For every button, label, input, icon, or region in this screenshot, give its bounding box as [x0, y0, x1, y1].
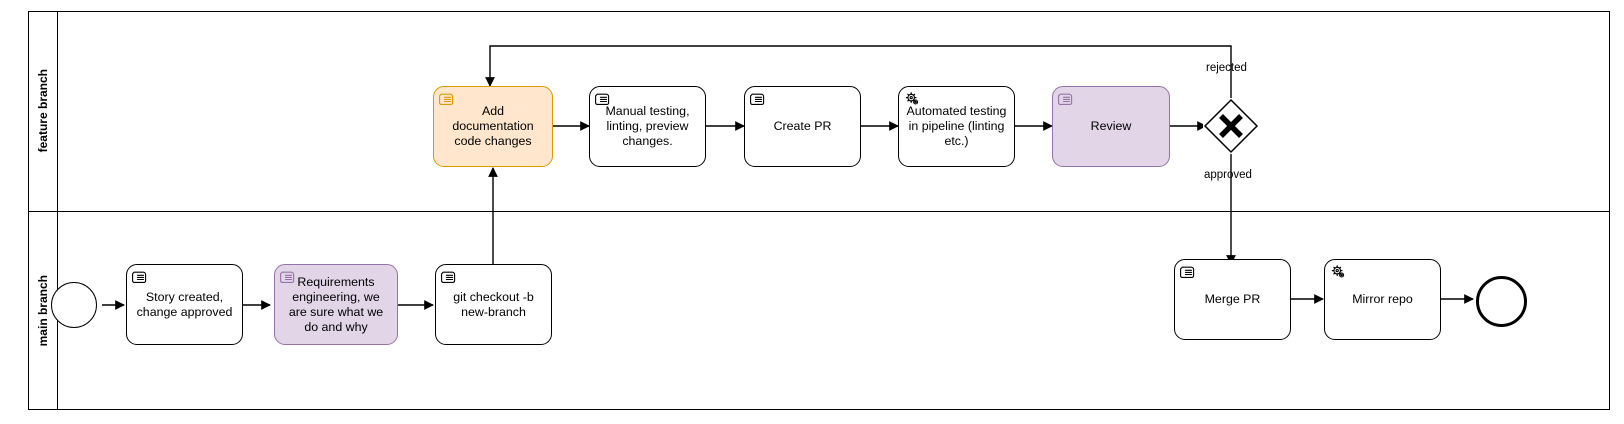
process-pool — [28, 11, 1610, 410]
lane-divider — [28, 211, 1610, 212]
flow-label-rejected: rejected — [1206, 62, 1247, 74]
exclusive-gateway-review[interactable] — [1203, 98, 1259, 154]
task-review[interactable]: Review — [1052, 86, 1170, 167]
manual-task-icon — [1180, 264, 1197, 280]
task-label: Requirements engineering, we are sure wh… — [288, 274, 384, 334]
task-add-documentation[interactable]: Add documentation code changes — [433, 86, 553, 167]
end-event[interactable] — [1476, 276, 1527, 327]
task-label: Manual testing, linting, preview changes… — [605, 104, 690, 148]
task-git-checkout[interactable]: git checkout -b new-branch — [435, 264, 552, 345]
manual-task-icon — [750, 91, 767, 107]
task-label: Story created, change approved — [136, 289, 233, 319]
task-label: Add documentation code changes — [452, 104, 534, 148]
task-story-created[interactable]: Story created, change approved — [126, 264, 243, 345]
start-event[interactable] — [51, 282, 97, 328]
manual-task-icon — [441, 269, 458, 285]
task-mirror-repo[interactable]: Mirror repo — [1324, 259, 1441, 340]
task-create-pr[interactable]: Create PR — [744, 86, 861, 167]
service-task-gear-icon — [1330, 264, 1347, 280]
task-merge-pr[interactable]: Merge PR — [1174, 259, 1291, 340]
task-label: Create PR — [773, 119, 832, 133]
task-label: Merge PR — [1204, 292, 1261, 306]
task-label: Review — [1090, 119, 1132, 133]
task-manual-testing[interactable]: Manual testing, linting, preview changes… — [589, 86, 706, 167]
manual-task-icon — [1058, 91, 1075, 107]
flow-label-approved: approved — [1204, 169, 1252, 181]
lane-header-feature-branch: feature branch — [28, 11, 58, 211]
task-automated-testing[interactable]: Automated testing in pipeline (linting e… — [898, 86, 1015, 167]
task-requirements-engineering[interactable]: Requirements engineering, we are sure wh… — [274, 264, 398, 345]
flow-gateway-rejected-to-add-documentation — [485, 45, 1232, 101]
manual-task-icon — [132, 269, 149, 285]
task-label: git checkout -b new-branch — [453, 289, 534, 319]
task-label: Mirror repo — [1352, 292, 1413, 306]
task-label: Automated testing in pipeline (linting e… — [906, 104, 1007, 148]
